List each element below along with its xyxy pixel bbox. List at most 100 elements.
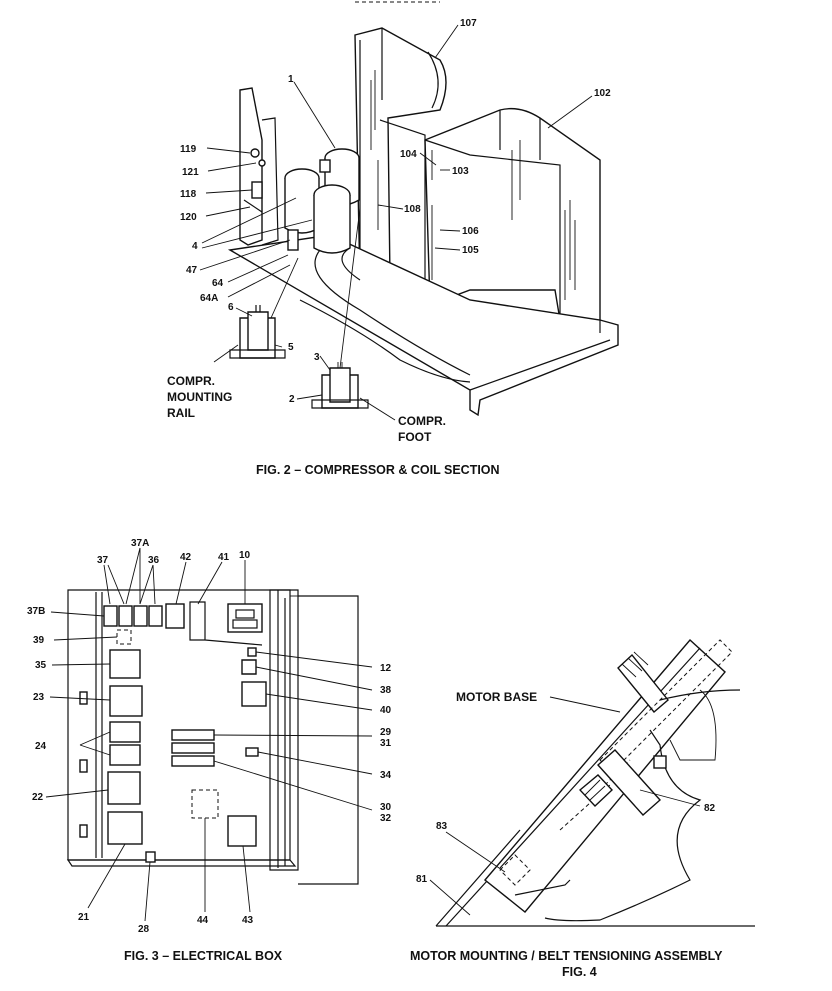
component-40 — [241, 681, 267, 707]
label-83: 83 — [436, 821, 448, 832]
label-compr-foot-2: FOOT — [398, 430, 432, 444]
component-41 — [189, 601, 263, 646]
component-38 — [241, 659, 257, 675]
label-35: 35 — [35, 660, 47, 671]
component-29-31 — [171, 729, 215, 741]
component-36-a — [133, 605, 148, 627]
label-121: 121 — [182, 167, 199, 178]
component-39 — [116, 629, 132, 645]
label-4: 4 — [192, 241, 198, 252]
fig3-leaders — [45, 547, 373, 922]
label-37b: 37B — [27, 606, 45, 617]
component-42 — [165, 603, 185, 629]
label-23: 23 — [33, 692, 45, 703]
label-119: 119 — [180, 144, 197, 155]
detail-compr-foot — [311, 207, 369, 409]
fig3-electrical-box: 37 37A 36 42 41 10 37B 39 35 23 24 22 21… — [27, 538, 392, 963]
detail-compr-mounting-rail — [229, 257, 299, 359]
label-44: 44 — [197, 915, 209, 926]
compressor-4-front — [313, 184, 351, 254]
leader-83 — [445, 831, 506, 873]
fig4-motor-mounting-assembly: MOTOR BASE 82 83 81 MOTOR MOUNTING / BEL… — [410, 638, 755, 979]
fig2-caption: FIG. 2 – COMPRESSOR & COIL SECTION — [256, 463, 500, 477]
label-106: 106 — [462, 226, 479, 237]
label-5: 5 — [288, 342, 294, 353]
label-64: 64 — [212, 278, 224, 289]
coil-107 — [354, 27, 447, 286]
component-24-b — [109, 744, 141, 766]
component-37-a — [103, 605, 118, 627]
label-10: 10 — [239, 550, 251, 561]
component-43 — [227, 815, 257, 847]
electrical-box-side-channel — [269, 589, 299, 871]
coil-102 — [379, 107, 601, 331]
label-22: 22 — [32, 792, 44, 803]
label-118: 118 — [180, 189, 197, 200]
motor-tab — [653, 755, 667, 769]
component-21 — [107, 811, 143, 845]
component-23 — [109, 685, 143, 717]
motor-base — [483, 638, 726, 913]
component-44 — [191, 789, 219, 819]
fig4-caption-line2: FIG. 4 — [562, 965, 597, 979]
label-29: 29 — [380, 727, 392, 738]
adjusting-bolt — [617, 651, 669, 713]
label-32: 32 — [380, 813, 392, 824]
label-21: 21 — [78, 912, 90, 923]
label-motor-base: MOTOR BASE — [456, 690, 537, 704]
leader-81 — [429, 879, 471, 916]
component-12 — [247, 647, 257, 657]
component-24-a — [109, 721, 141, 743]
wire-harness — [314, 247, 471, 376]
label-104: 104 — [400, 149, 417, 160]
label-31: 31 — [380, 738, 392, 749]
label-42: 42 — [180, 552, 192, 563]
part-47-bracket — [287, 229, 299, 251]
label-2: 2 — [289, 394, 295, 405]
label-compr-mounting-rail-3: RAIL — [167, 406, 195, 420]
label-1: 1 — [288, 74, 294, 85]
fig4-caption-line1: MOTOR MOUNTING / BELT TENSIONING ASSEMBL… — [410, 949, 723, 963]
label-37a: 37A — [131, 538, 149, 549]
flange-slot-3 — [79, 824, 88, 838]
flange-slot-1 — [79, 691, 88, 705]
label-105: 105 — [462, 245, 479, 256]
label-3: 3 — [314, 352, 320, 363]
component-22 — [107, 771, 141, 805]
label-39: 39 — [33, 635, 45, 646]
label-compr-mounting-rail-1: COMPR. — [167, 374, 215, 388]
label-41: 41 — [218, 552, 230, 563]
component-36-b — [148, 605, 163, 627]
leader-motor-base — [549, 696, 621, 713]
clip-83 — [499, 854, 571, 896]
component-37-b — [118, 605, 133, 627]
label-107: 107 — [460, 18, 477, 29]
label-108: 108 — [404, 204, 421, 215]
sliding-block-82 — [578, 749, 661, 816]
label-38: 38 — [380, 685, 392, 696]
label-12: 12 — [380, 663, 392, 674]
component-34 — [245, 747, 259, 757]
leader-82 — [639, 789, 701, 807]
component-10 — [227, 603, 263, 633]
label-120: 120 — [180, 212, 197, 223]
component-35 — [109, 649, 141, 679]
label-47: 47 — [186, 265, 198, 276]
label-40: 40 — [380, 705, 392, 716]
label-compr-mounting-rail-2: MOUNTING — [167, 390, 232, 404]
label-102: 102 — [594, 88, 611, 99]
fig3-caption: FIG. 3 – ELECTRICAL BOX — [124, 949, 283, 963]
label-103: 103 — [452, 166, 469, 177]
label-compr-foot-1: COMPR. — [398, 414, 446, 428]
label-24: 24 — [35, 741, 47, 752]
label-30: 30 — [380, 802, 392, 813]
label-36: 36 — [148, 555, 160, 566]
label-34: 34 — [380, 770, 392, 781]
compressor-4-left — [284, 168, 320, 234]
fig2-leaders — [199, 24, 593, 421]
label-64a: 64A — [200, 293, 218, 304]
label-43: 43 — [242, 915, 254, 926]
component-28 — [145, 851, 156, 863]
flange-slot-2 — [79, 759, 88, 773]
